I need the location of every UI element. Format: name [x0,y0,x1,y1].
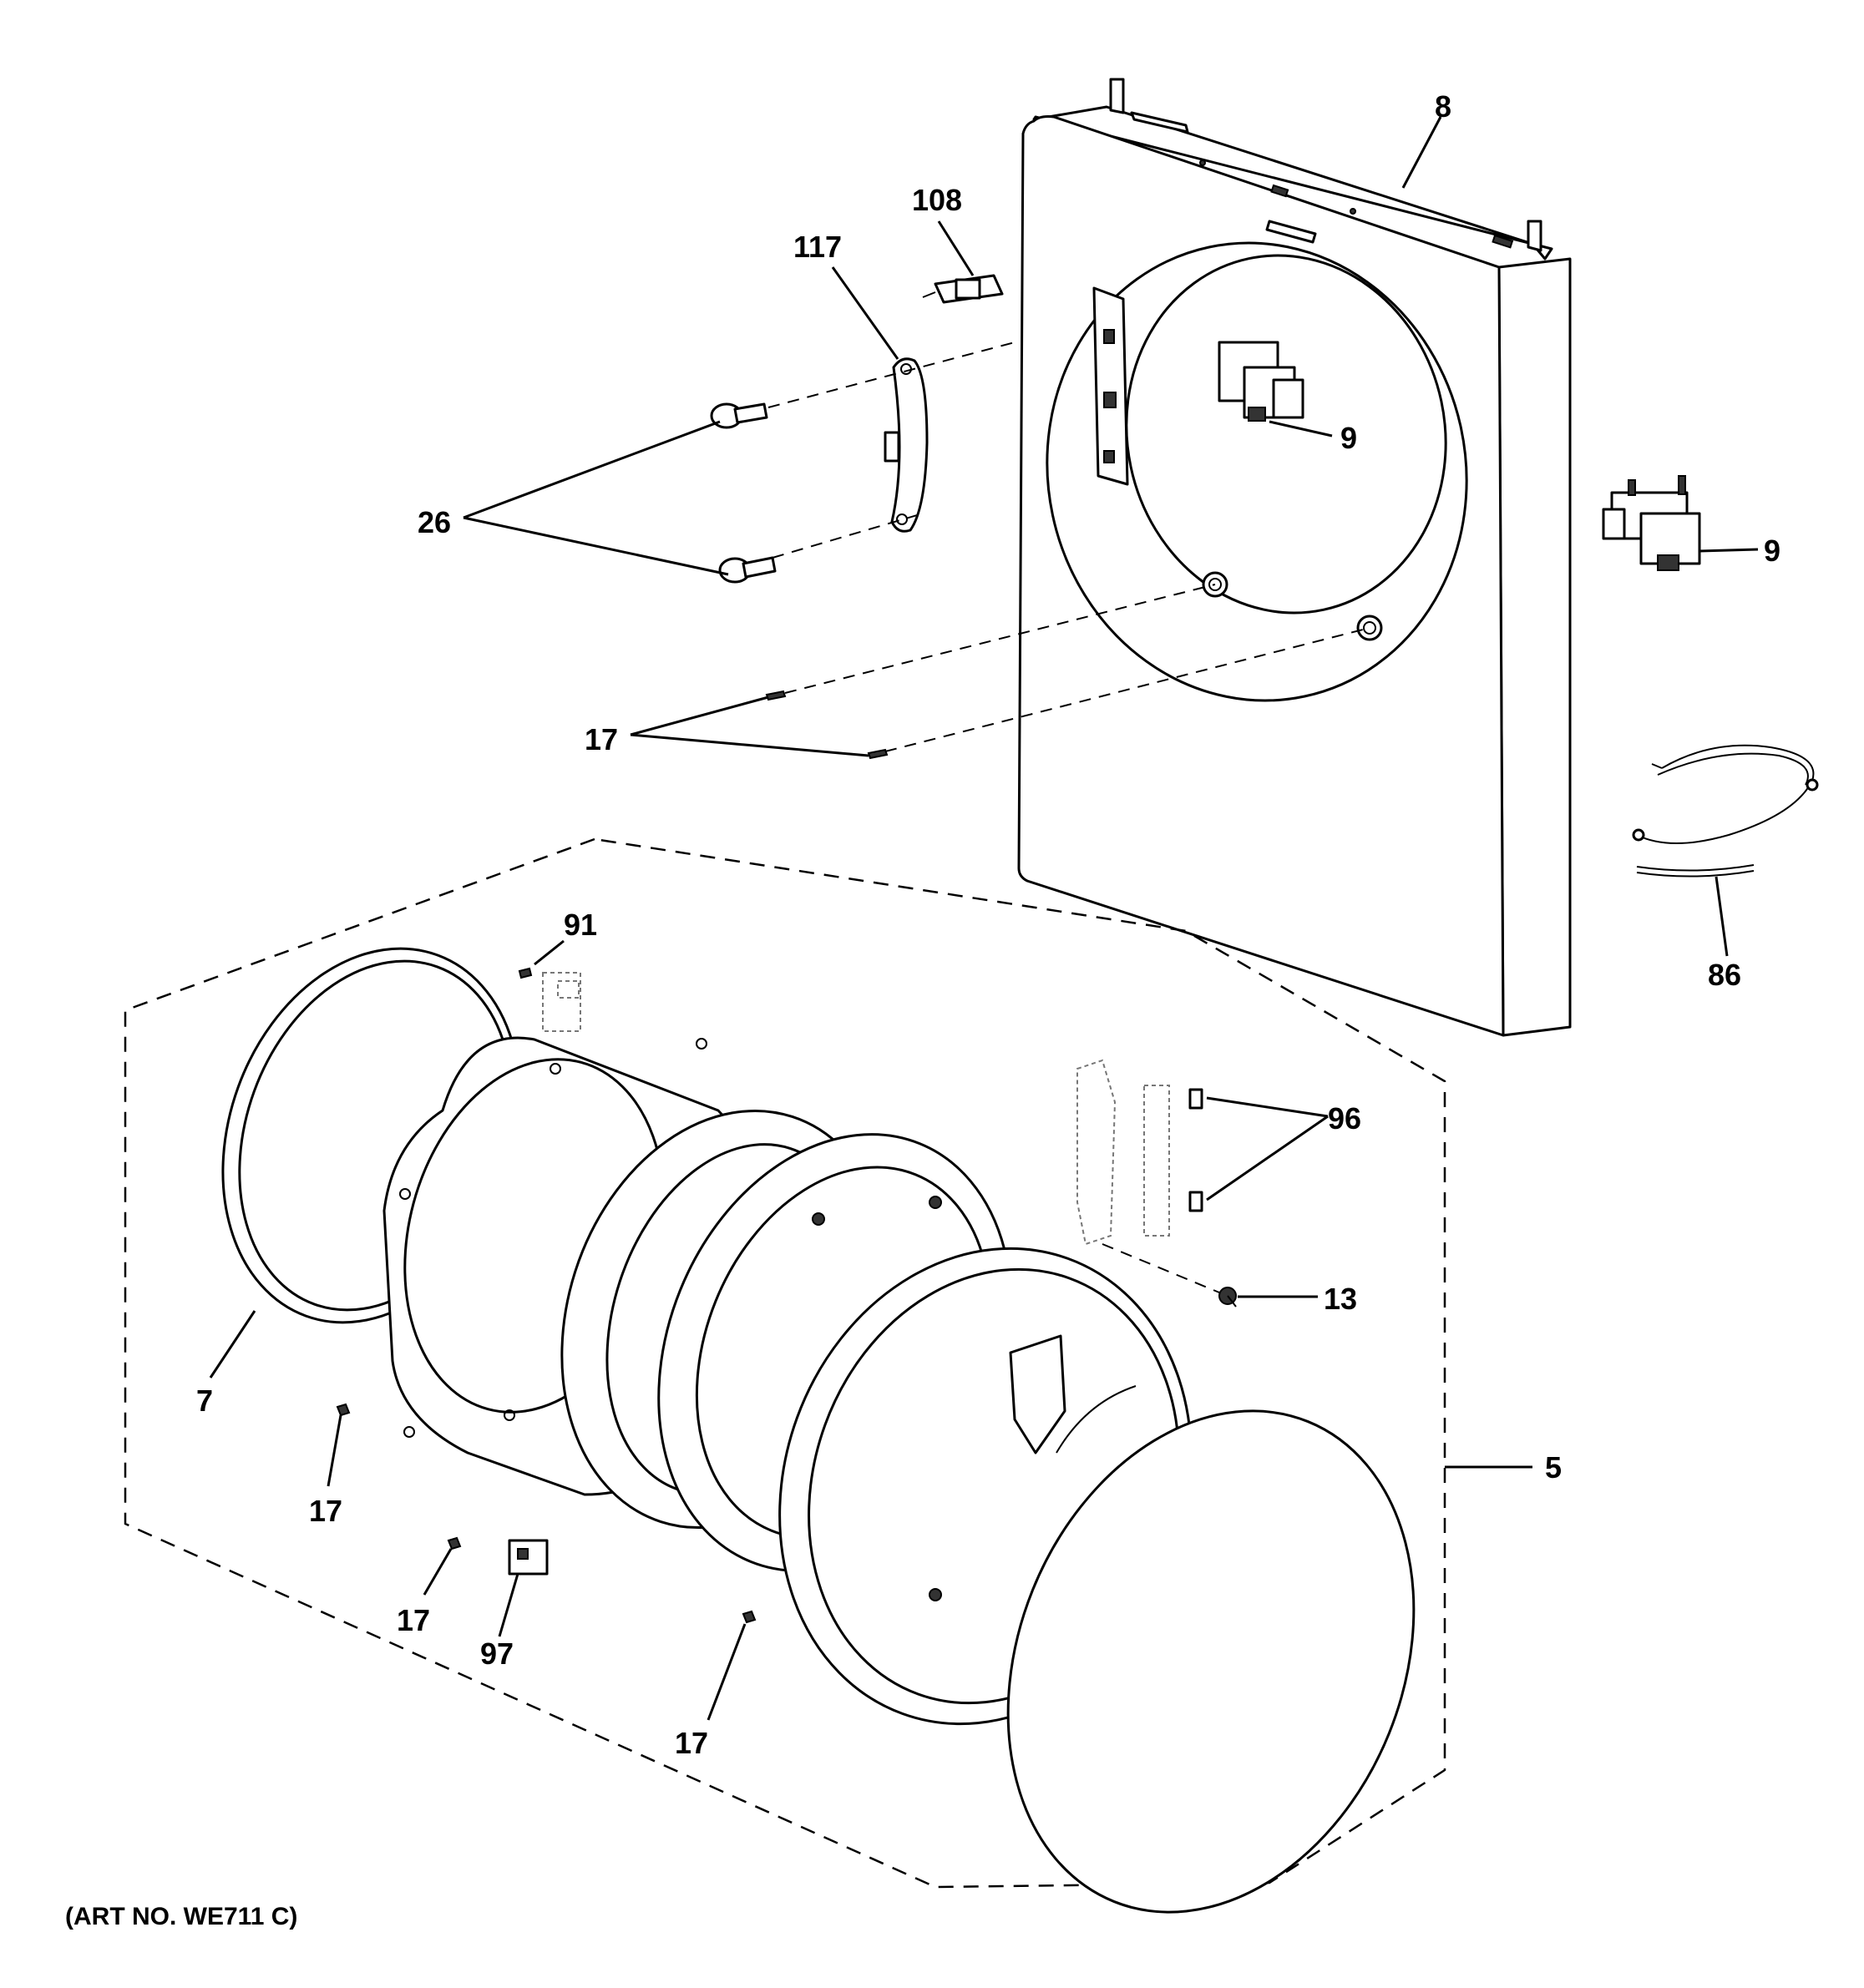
hinge-bracket-top [518,967,581,1032]
callout-91: 91 [564,908,597,942]
callout-86: 86 [1708,958,1741,992]
callout-17-left: 17 [309,1494,342,1528]
door-strike [508,1539,549,1576]
door-lock-switch-loose [1602,475,1701,571]
outer-door-glass [1006,1385,1416,1914]
wire-harness [1632,744,1819,878]
handle-screws [710,402,777,584]
callout-17-lower: 17 [397,1603,430,1637]
callout-96: 96 [1328,1101,1361,1136]
callout-17-panel: 17 [585,722,618,756]
callout-7: 7 [196,1384,213,1418]
callout-9-mounted: 9 [1340,421,1357,455]
door-switch [922,274,1004,304]
callout-5: 5 [1545,1450,1562,1485]
front-panel [1017,78,1572,1037]
callout-8: 8 [1435,89,1451,124]
door-lock-switch-mounted [1218,341,1304,422]
art-number: (ART NO. WE711 C) [65,1903,297,1930]
alignment-lines [767,341,1370,1293]
door-handle [884,357,929,533]
assembly-screws [336,1403,757,1624]
leader-lines [209,116,1759,1721]
callout-97: 97 [480,1636,514,1671]
callout-108: 108 [912,183,962,217]
hinge-assembly [1076,1059,1203,1246]
callout-13: 13 [1324,1282,1357,1316]
callout-9-loose: 9 [1764,534,1780,568]
callout-26: 26 [418,505,451,539]
callout-17-bottom: 17 [675,1726,708,1760]
callout-117: 117 [793,230,842,264]
callout-labels: 8 108 117 9 9 26 17 86 91 96 13 7 5 17 1… [196,89,1780,1760]
hinge-screw [1218,1287,1237,1308]
